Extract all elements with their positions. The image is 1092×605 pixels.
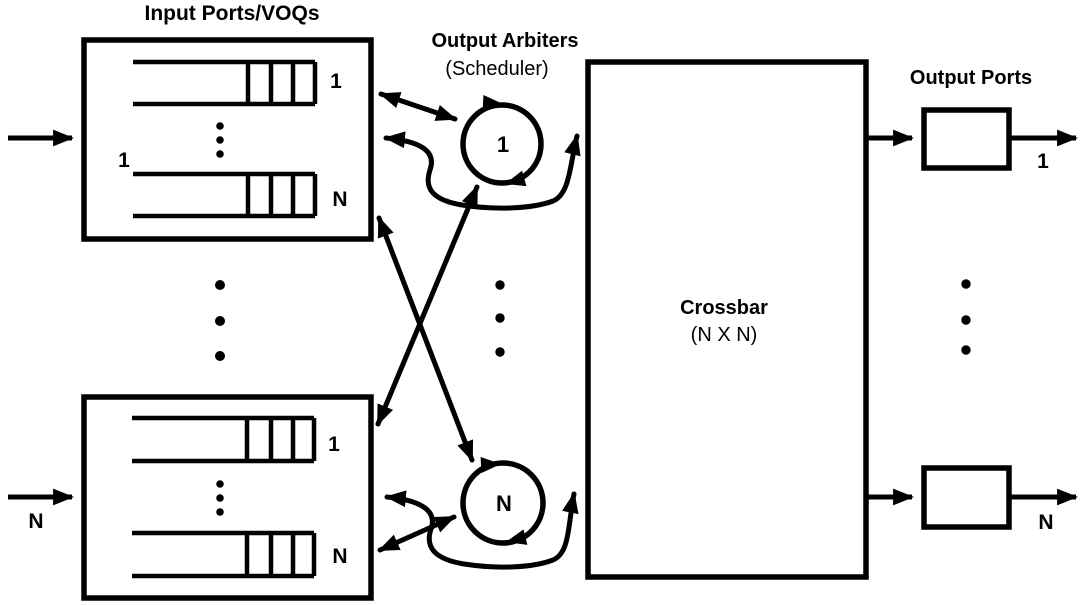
ellipsis-dot: [216, 480, 224, 488]
input-port-1-box: [81, 37, 374, 242]
arbiter1-crossbar-curve-arrow-icon: [383, 131, 581, 211]
output-arbiters-subtitle: (Scheduler): [445, 58, 548, 80]
voq-label-last: N: [332, 545, 347, 568]
output-port-n-group: N: [866, 465, 1079, 534]
ellipsis-dot: [495, 313, 505, 323]
ellipsis-dot: [961, 345, 971, 355]
voq-queue-icon: [133, 59, 318, 107]
crossbar-label: Crossbar: [680, 297, 768, 319]
ellipsis-dot: [216, 136, 224, 144]
input1-arbitern-arrow-icon: [376, 215, 475, 463]
voq-label-first: 1: [328, 433, 340, 456]
input-port-n-label: N: [28, 510, 43, 533]
input-port-n-box: [81, 394, 374, 601]
arbiter1-inputn-arrow-icon: [375, 184, 480, 427]
output-arbiters-title: Output Arbiters: [431, 30, 578, 52]
output-port-1-label: 1: [1037, 150, 1049, 173]
ellipsis-dot: [216, 122, 224, 130]
arbiter-n-label: N: [496, 491, 512, 516]
voq-queue-icon: [133, 171, 318, 219]
rotation-arrowhead-icon: [482, 94, 503, 111]
crossbar-size-label: (N X N): [691, 324, 758, 346]
output-port-n-box: [921, 465, 1012, 530]
voq-queue-icon: [132, 530, 317, 579]
arbiter-n-group: N: [460, 457, 546, 546]
rotation-arrowhead-icon: [506, 529, 528, 545]
output-port-1-box: [921, 107, 1012, 171]
input-port-1-group: 1 N 1: [8, 37, 374, 242]
ellipsis-dot: [961, 279, 971, 289]
request-grant-arrows: [375, 91, 581, 570]
arbiter-1-group: 1: [460, 94, 544, 187]
output-ports-ellipsis-dots: [961, 279, 971, 355]
output-port-1-group: 1: [866, 107, 1079, 173]
voq-label-first: 1: [330, 70, 342, 93]
input-ports-ellipsis-dots: [215, 280, 225, 361]
ellipsis-dot: [495, 347, 505, 357]
voq-queue-icon: [132, 415, 317, 464]
crossbar-group: Crossbar (N X N): [585, 59, 869, 580]
voq-label-last: N: [332, 188, 347, 211]
input-ports-title: Input Ports/VOQs: [144, 2, 319, 25]
arbiter-1-label: 1: [497, 132, 509, 157]
ellipsis-dot: [216, 494, 224, 502]
input-port-1-label: 1: [118, 149, 130, 172]
arbiters-ellipsis-dots: [495, 280, 505, 357]
input1-arbiter1-arrow-icon: [378, 91, 458, 122]
ellipsis-dot: [961, 315, 971, 325]
arbitern-crossbar-curve-arrow-icon: [384, 490, 579, 570]
inputn-arbitern-arrow-icon: [377, 514, 457, 553]
output-port-n-label: N: [1038, 511, 1053, 534]
ellipsis-dot: [216, 508, 224, 516]
output-ports-title: Output Ports: [910, 67, 1032, 89]
ellipsis-dot: [215, 280, 225, 290]
ellipsis-dot: [215, 316, 225, 326]
ellipsis-dot: [216, 150, 224, 158]
crossbar-box: [585, 59, 869, 580]
rotation-arrowhead-icon: [505, 170, 527, 187]
ellipsis-dot: [215, 351, 225, 361]
rotation-arrowhead-icon: [480, 457, 501, 474]
voq-ellipsis-dots: [216, 480, 224, 516]
ellipsis-dot: [495, 280, 505, 290]
voq-ellipsis-dots: [216, 122, 224, 158]
input-port-n-group: 1 N N: [8, 394, 374, 601]
